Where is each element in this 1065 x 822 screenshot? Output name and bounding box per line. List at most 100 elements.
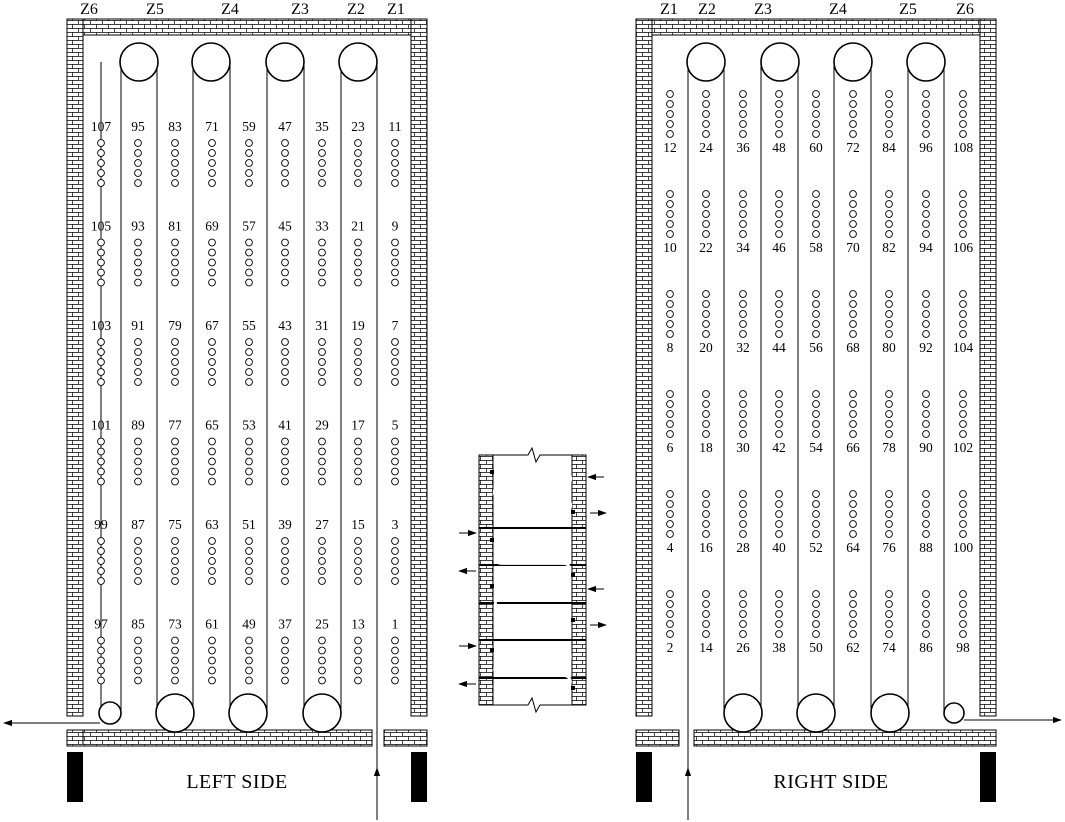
zone-label: Z5 [146, 1, 164, 18]
thermocouple-number: 49 [242, 617, 256, 632]
thermocouple-number: 10 [663, 240, 677, 255]
left-wall-right [410, 18, 428, 717]
bottom-roller [796, 693, 836, 733]
top-roller [906, 42, 946, 82]
thermocouple-number: 74 [882, 640, 896, 655]
zone-label: Z1 [387, 1, 405, 18]
thermocouple-number: 9 [392, 219, 399, 234]
top-roller [191, 42, 231, 82]
thermocouple-number: 56 [809, 340, 823, 355]
bottom-roller [155, 693, 195, 733]
thermocouple-number: 27 [315, 517, 329, 532]
thermocouple-number: 51 [242, 517, 256, 532]
zone-label: Z5 [899, 1, 917, 18]
left-side-caption: LEFT SIDE [186, 771, 287, 793]
thermocouple-number: 25 [315, 617, 329, 632]
top-roller [119, 42, 159, 82]
top-roller [833, 42, 873, 82]
thermocouple-number: 2 [667, 640, 674, 655]
thermocouple-number: 38 [772, 640, 786, 655]
thermocouple-number: 33 [315, 219, 329, 234]
thermocouple-number: 87 [131, 517, 145, 532]
thermocouple-number: 11 [389, 119, 402, 134]
thermocouple-number: 29 [315, 418, 329, 433]
right-side-caption: RIGHT SIDE [773, 771, 888, 793]
thermocouple-number: 108 [953, 140, 974, 155]
thermocouple-number: 4 [667, 540, 674, 555]
thermocouple-number: 46 [772, 240, 786, 255]
thermocouple-number: 20 [699, 340, 713, 355]
left-wall-left [66, 18, 84, 717]
thermocouple-number: 8 [667, 340, 674, 355]
thermocouple-number: 19 [351, 318, 365, 333]
thermocouple-number: 67 [205, 318, 219, 333]
zone-label: Z1 [660, 1, 678, 18]
thermocouple-number: 16 [699, 540, 713, 555]
left-leg-left [67, 752, 83, 802]
thermocouple-number: 37 [278, 617, 292, 632]
thermocouple-number: 77 [168, 418, 182, 433]
zone-label: Z4 [829, 1, 847, 18]
thermocouple-number: 52 [809, 540, 823, 555]
thermocouple-number: 106 [953, 240, 974, 255]
thermocouple-number: 55 [242, 318, 256, 333]
thermocouple-number: 80 [882, 340, 896, 355]
thermocouple-number: 98 [956, 640, 970, 655]
right-wall-top [635, 18, 997, 36]
thermocouple-number: 5 [392, 418, 399, 433]
thermocouple-number: 44 [772, 340, 786, 355]
thermocouple-number: 21 [351, 219, 365, 234]
top-roller [265, 42, 305, 82]
top-roller [760, 42, 800, 82]
zone-label: Z2 [347, 1, 365, 18]
thermocouple-number: 48 [772, 140, 786, 155]
bottom-roller [228, 693, 268, 733]
thermocouple-number: 65 [205, 418, 219, 433]
thermocouple-number: 35 [315, 119, 329, 134]
thermocouple-number: 15 [351, 517, 365, 532]
thermocouple-number: 28 [736, 540, 750, 555]
right-wall-left [635, 18, 653, 717]
thermocouple-number: 43 [278, 318, 292, 333]
thermocouple-number: 12 [663, 140, 677, 155]
left-leg-right [411, 752, 427, 802]
thermocouple-number: 59 [242, 119, 256, 134]
thermocouple-number: 36 [736, 140, 750, 155]
thermocouple-number: 26 [736, 640, 750, 655]
zone-label: Z4 [221, 1, 239, 18]
thermocouple-number: 83 [168, 119, 182, 134]
thermocouple-number: 34 [736, 240, 750, 255]
thermocouple-number: 76 [882, 540, 896, 555]
thermocouple-number: 14 [699, 640, 713, 655]
thermocouple-number: 47 [278, 119, 292, 134]
thermocouple-number: 70 [846, 240, 860, 255]
detail-wall-left [478, 454, 494, 706]
thermocouple-number: 42 [772, 440, 786, 455]
top-roller [686, 42, 726, 82]
thermocouple-number: 69 [205, 219, 219, 234]
thermocouple-number: 62 [846, 640, 860, 655]
thermocouple-number: 94 [919, 240, 933, 255]
thermocouple-number: 24 [699, 140, 713, 155]
thermocouple-number: 72 [846, 140, 860, 155]
thermocouple-number: 64 [846, 540, 860, 555]
thermocouple-number: 22 [699, 240, 713, 255]
zone-label: Z3 [291, 1, 309, 18]
wall-detail [458, 446, 607, 714]
exit-roller [98, 701, 122, 725]
thermocouple-number: 61 [205, 617, 219, 632]
bottom-roller [302, 693, 342, 733]
bottom-roller [870, 693, 910, 733]
zone-label: Z6 [80, 1, 98, 18]
thermocouple-number: 30 [736, 440, 750, 455]
thermocouple-number: 68 [846, 340, 860, 355]
thermocouple-number: 6 [667, 440, 674, 455]
thermocouple-number: 84 [882, 140, 896, 155]
thermocouple-number: 50 [809, 640, 823, 655]
zone-label: Z6 [956, 1, 974, 18]
thermocouple-number: 1 [392, 617, 399, 632]
thermocouple-number: 41 [278, 418, 292, 433]
thermocouple-number: 17 [351, 418, 365, 433]
